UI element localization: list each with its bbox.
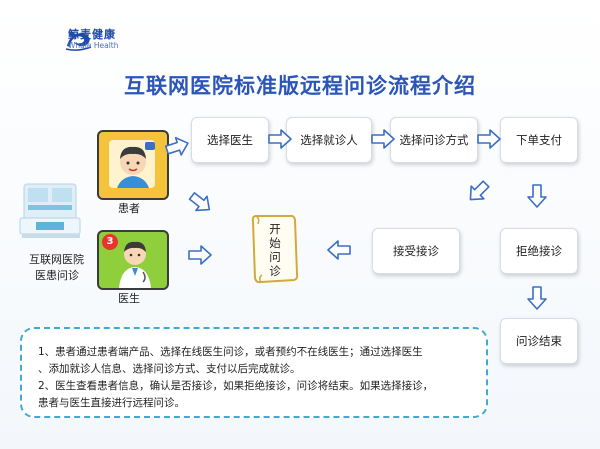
step-end: 问诊结束 (500, 318, 578, 364)
arrow-reject-to-end (527, 286, 547, 310)
logo-name: 鲸麦健康 (68, 28, 116, 41)
start-char-4: 诊 (269, 264, 281, 278)
note-line-4: 患者与医生直接进行远程问诊。 (38, 397, 185, 409)
arrow-accept-to-start (327, 240, 351, 260)
step-select-doctor: 选择医生 (191, 117, 269, 163)
step-accept: 接受接诊 (372, 228, 460, 274)
doctor-avatar-card (97, 230, 169, 290)
notes-box (20, 327, 488, 418)
start-scroll-icon (251, 214, 299, 284)
doctor-avatar-icon (119, 241, 151, 288)
arrow-patient-to-select-doctor (163, 133, 192, 160)
hospital-illustration (19, 183, 81, 238)
patient-avatar-card (97, 130, 169, 200)
step-select-method-label: 选择问诊方式 (399, 133, 469, 147)
arrow-method-to-pay (477, 129, 501, 149)
arrow-doctor-to-patient-select (268, 129, 292, 149)
doctor-label: 医生 (118, 292, 140, 305)
step-reject-label: 拒绝接诊 (516, 244, 562, 258)
hospital-label-line1: 互联网医院 (29, 253, 84, 266)
step-select-method: 选择问诊方式 (390, 117, 478, 163)
doctor-badge: 3 (102, 234, 118, 250)
patient-label: 患者 (118, 202, 140, 215)
start-char-2: 始 (269, 236, 281, 250)
note-line-3: 2、医生查看患者信息，确认是否接诊，如果拒绝接诊，问诊将结束。如果选择接诊， (38, 380, 434, 392)
step-order-pay-label: 下单支付 (516, 133, 562, 147)
whale-logo-icon (65, 31, 92, 51)
arrow-patient-to-start (185, 188, 216, 218)
arrow-doctor-to-start (188, 245, 212, 265)
start-char-1: 开 (269, 222, 281, 236)
step-select-patient-label: 选择就诊人 (300, 133, 358, 147)
doctor-badge-count: 3 (106, 236, 114, 247)
arrow-pay-to-reject (527, 184, 547, 208)
start-text: 开 始 问 诊 (266, 222, 284, 278)
start-char-3: 问 (269, 250, 281, 264)
step-select-doctor-label: 选择医生 (207, 133, 253, 147)
logo-name-en: Whale Health (68, 41, 119, 50)
step-accept-label: 接受接诊 (393, 244, 439, 258)
step-end-label: 问诊结束 (516, 334, 562, 348)
step-reject: 拒绝接诊 (500, 228, 578, 274)
hospital-label-line2: 医患问诊 (35, 269, 79, 282)
page-title: 互联网医院标准版远程问诊流程介绍 (124, 74, 476, 98)
note-line-1: 1、患者通过患者端产品、选择在线医生问诊，或者预约不在线医生；通过选择医生 (38, 346, 423, 358)
note-line-2: 、添加就诊人信息、选择问诊方式、支付以后完成就诊。 (38, 363, 301, 375)
patient-avatar-icon (109, 140, 155, 188)
arrow-pay-to-accept (463, 176, 494, 207)
arrow-patient-select-to-method (371, 129, 395, 149)
step-order-pay: 下单支付 (500, 117, 578, 163)
